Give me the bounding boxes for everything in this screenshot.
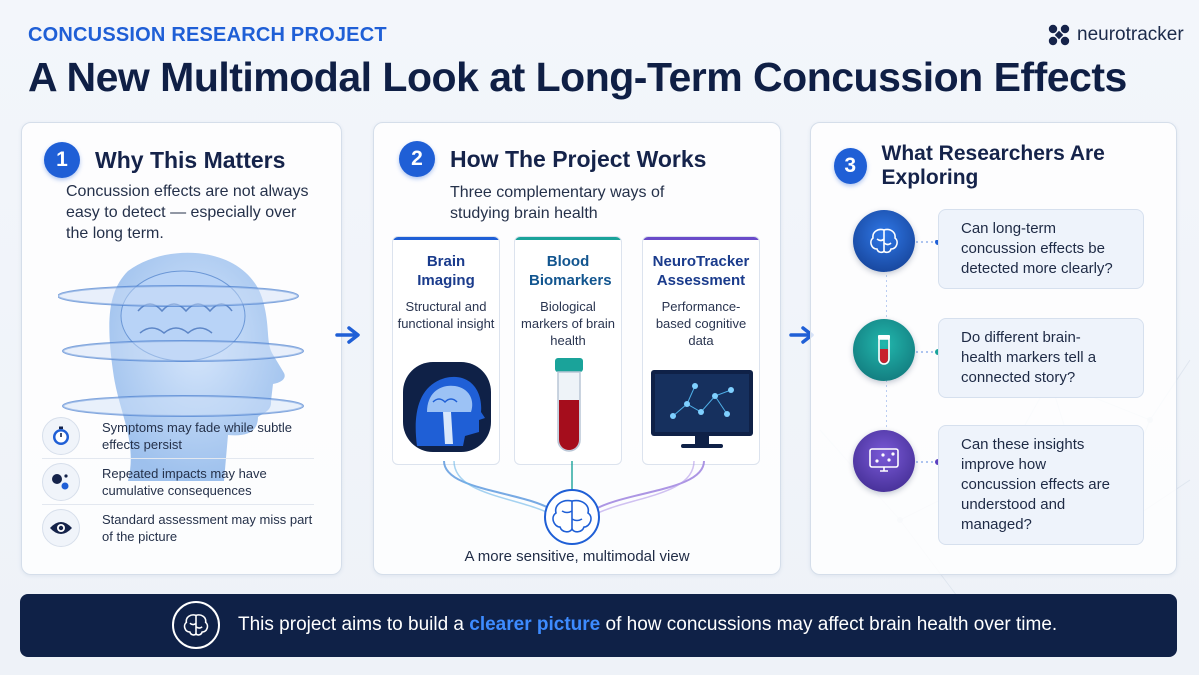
- brand-logo: neurotracker: [1048, 24, 1184, 46]
- panel2-footer: A more sensitive, multimodal view: [464, 548, 690, 565]
- eye-icon: [42, 509, 80, 547]
- panel2-title: How The Project Works: [450, 145, 707, 172]
- list-item-text: Symptoms may fade while subtle effects p…: [102, 419, 293, 452]
- card-accent-bar: [393, 237, 499, 240]
- summary-suffix: of how concussions may affect brain heal…: [600, 614, 1058, 635]
- card-title: Blood Biomarkers: [529, 253, 612, 289]
- list-item: Repeated impacts may have cumulative con…: [42, 459, 314, 505]
- list-item: Standard assessment may miss part of the…: [42, 505, 314, 551]
- list-item-text: Repeated impacts may have cumulative con…: [102, 465, 267, 498]
- risk-list: Symptoms may fade while subtle effects p…: [42, 413, 314, 551]
- merge-flow-lines: [443, 461, 705, 545]
- summary-highlight: clearer picture: [469, 614, 601, 635]
- card-description: Performance-based cognitive data: [655, 299, 747, 348]
- panel-how-it-works: 2 How The Project Works Three complement…: [373, 122, 781, 575]
- card-neurotracker-assessment: NeuroTracker Assessment Performance-base…: [642, 236, 760, 465]
- question-card: Do different brain-health markers tell a…: [938, 318, 1144, 398]
- test-tube-icon: [853, 319, 915, 381]
- panel3-header: 3 What Researchers Are Exploring: [834, 142, 1176, 190]
- card-description: Structural and functional insight: [397, 299, 495, 331]
- panel1-header: 1 Why This Matters: [44, 142, 285, 178]
- card-accent-bar: [515, 237, 621, 240]
- panel1-title: Why This Matters: [95, 146, 286, 173]
- panel2-header: 2 How The Project Works: [399, 141, 706, 177]
- arrow-right-icon: [335, 326, 360, 344]
- question-card: Can long-term concussion effects be dete…: [938, 209, 1144, 289]
- monitor-icon: [853, 430, 915, 492]
- card-title: Brain Imaging: [417, 253, 475, 289]
- brand-name: neurotracker: [1077, 24, 1184, 45]
- blood-tube-icon: [555, 358, 583, 452]
- card-blood-biomarkers: Blood Biomarkers Biological markers of b…: [514, 236, 622, 465]
- brain-icon: [853, 210, 915, 272]
- project-kicker: CONCUSSION RESEARCH PROJECT: [28, 24, 387, 46]
- list-item-text: Standard assessment may miss part of the…: [102, 512, 313, 544]
- page-title: A New Multimodal Look at Long-Term Concu…: [28, 54, 1127, 100]
- panel-why-this-matters: 1 Why This Matters Concussion effects ar…: [21, 122, 342, 575]
- summary-banner: This project aims to build a clearer pic…: [20, 594, 1177, 657]
- panel1-description: Concussion effects are not always easy t…: [66, 183, 309, 242]
- panel3-title: What Researchers Are Exploring: [881, 142, 1105, 189]
- question-card: Can these insights improve how concussio…: [938, 425, 1144, 545]
- head-scan-illustration: [58, 252, 304, 481]
- summary-text: This project aims to build a clearer pic…: [238, 614, 1057, 636]
- step-number-2: 2: [399, 141, 435, 177]
- card-description: Biological markers of brain health: [521, 299, 615, 348]
- card-title: NeuroTracker Assessment: [652, 253, 750, 289]
- card-brain-imaging: Brain Imaging Structural and functional …: [392, 236, 500, 465]
- summary-prefix: This project aims to build a: [238, 614, 470, 635]
- monitor-icon: [651, 370, 753, 448]
- list-item: Symptoms may fade while subtle effects p…: [42, 413, 314, 459]
- step-number-3: 3: [834, 148, 867, 184]
- stopwatch-icon: [42, 416, 80, 455]
- brain-scan-icon: [403, 362, 491, 452]
- card-accent-bar: [643, 237, 759, 240]
- panel2-description: Three complementary ways of studying bra…: [450, 184, 665, 222]
- step-number-1: 1: [44, 142, 80, 178]
- impact-dots-icon: [42, 462, 80, 501]
- brain-icon: [172, 601, 220, 649]
- neurotracker-logo-icon: [1048, 24, 1070, 46]
